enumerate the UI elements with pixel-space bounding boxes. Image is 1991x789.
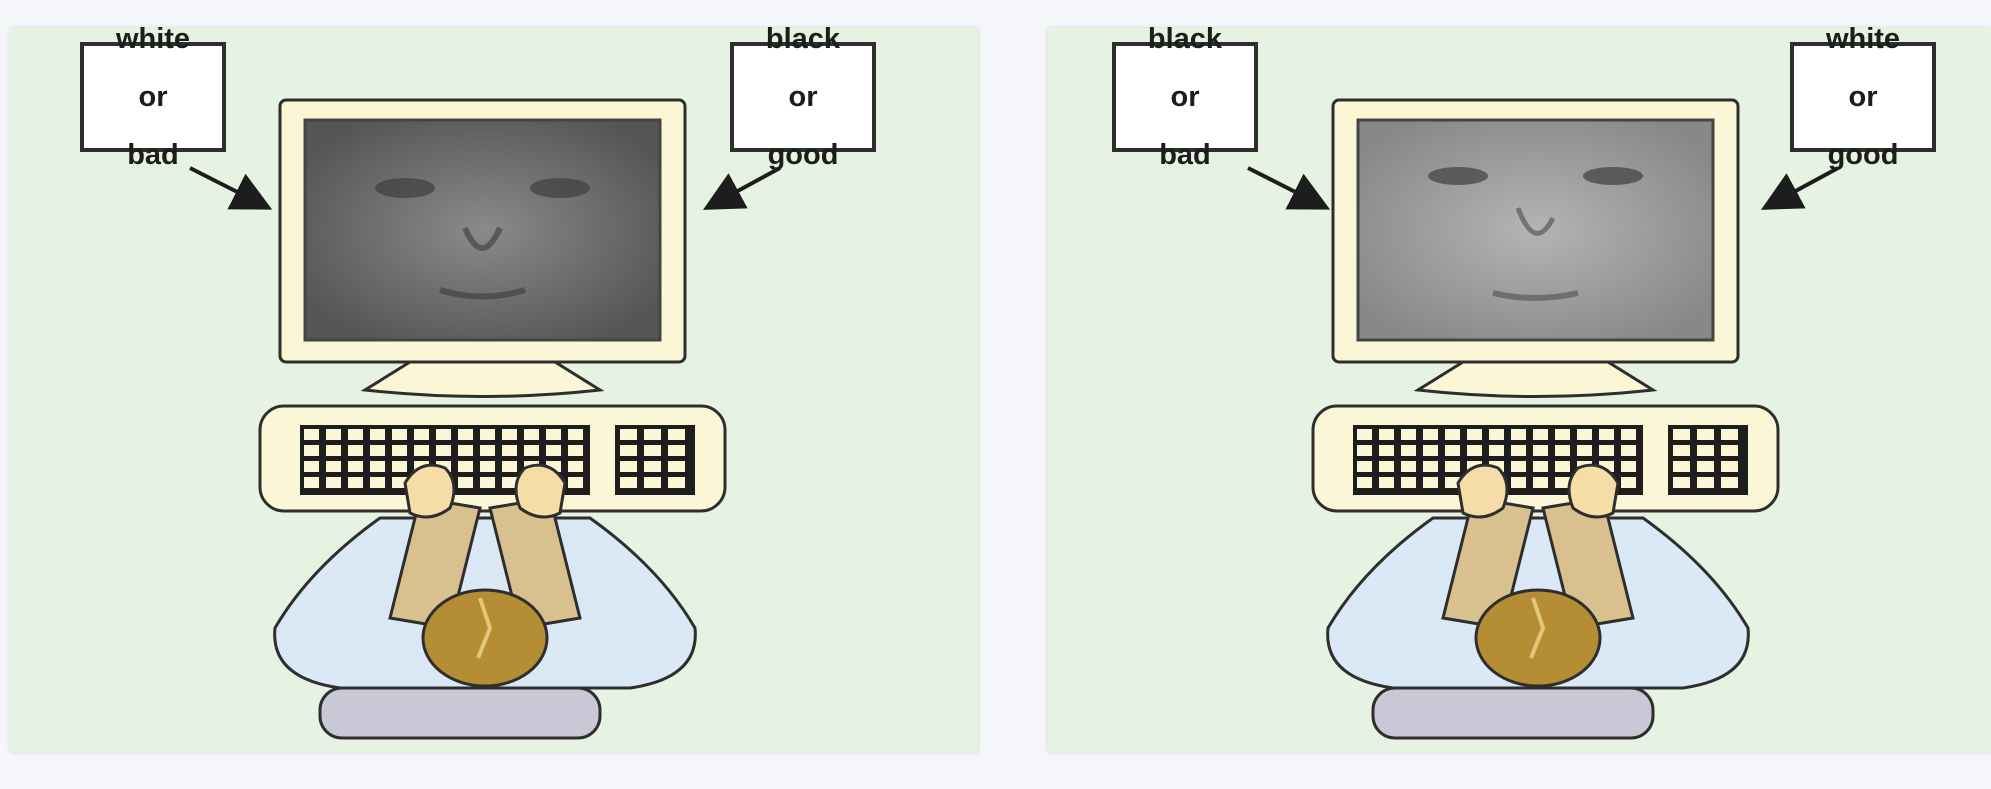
face-stimulus-dark [305, 120, 660, 340]
label-white-or-bad: white or bad [80, 42, 226, 152]
face-stimulus-light [1358, 120, 1713, 340]
monitor-stand [1418, 362, 1653, 397]
keyboard-keys [300, 425, 695, 495]
left-hand [405, 465, 454, 517]
label-black-or-bad: black or bad [1112, 42, 1258, 152]
left-panel: white or bad black or good [10, 28, 978, 752]
chair [1373, 688, 1653, 738]
arrow-left [1248, 168, 1323, 206]
arrow-left [190, 168, 265, 206]
right-hand [516, 465, 565, 517]
monitor-stand [365, 362, 600, 397]
chair [320, 688, 600, 738]
right-hand [1569, 465, 1618, 517]
label-black-or-good: black or good [730, 42, 876, 152]
left-hand [1458, 465, 1507, 517]
keyboard-keys [1353, 425, 1748, 495]
label-white-or-good: white or good [1790, 42, 1936, 152]
right-panel: black or bad white or good [1048, 28, 1991, 752]
